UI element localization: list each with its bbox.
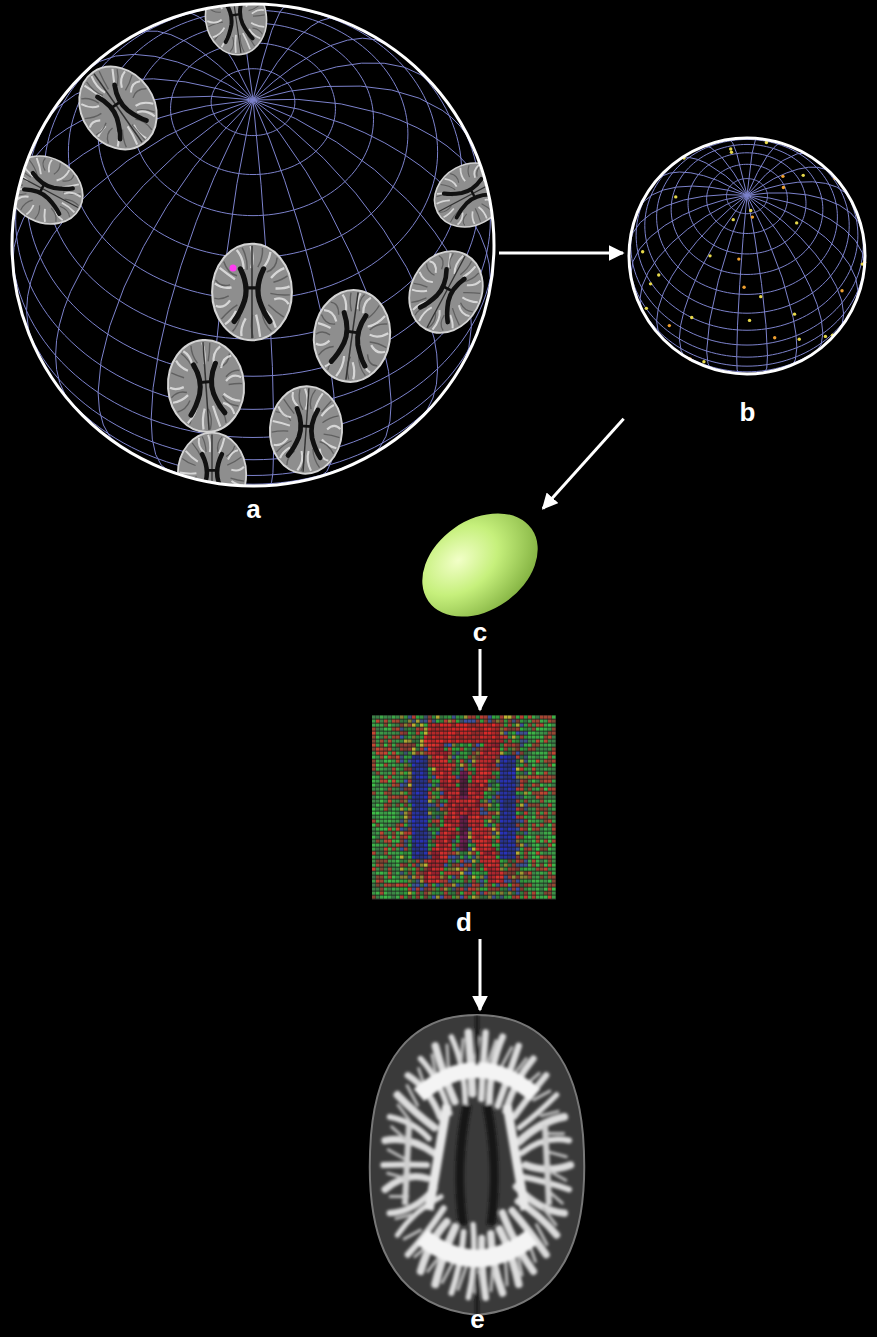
gradient-direction	[702, 360, 705, 363]
panel-letter: e	[466, 1306, 488, 1334]
flow-arrow	[499, 252, 623, 255]
gradient-direction	[824, 335, 827, 338]
panel: d	[370, 712, 558, 937]
panel-letter: b	[736, 399, 760, 427]
panel: b	[625, 135, 870, 427]
fa-map	[370, 1015, 585, 1315]
brain-slice	[63, 51, 172, 164]
gradient-direction	[795, 221, 798, 224]
gradient-direction	[793, 312, 796, 315]
gradient-direction	[729, 147, 732, 150]
voxel-marker	[230, 265, 237, 272]
tensor-ellipsoid	[403, 492, 558, 638]
panel: a	[10, 2, 497, 524]
gradient-direction	[649, 282, 652, 285]
brain-slice	[423, 151, 517, 239]
flow-arrow	[543, 419, 624, 509]
panel-letter: a	[242, 496, 264, 524]
flow-arrow	[479, 649, 482, 710]
brain-slice	[165, 337, 247, 434]
flow-arrow	[479, 939, 482, 1010]
brain-slice	[178, 433, 246, 516]
gradient-direction	[759, 295, 762, 298]
gradient-direction	[737, 257, 740, 260]
gradient-direction	[742, 286, 745, 289]
gradient-direction	[645, 307, 648, 310]
gradient-direction	[798, 338, 801, 341]
gradient-direction	[674, 195, 677, 198]
gradient-direction	[732, 218, 735, 221]
panel-letter: d	[452, 909, 476, 937]
panel-letter: c	[469, 619, 491, 647]
graticule	[629, 138, 865, 374]
panel: c	[405, 510, 555, 647]
color-tensor-map	[372, 715, 556, 900]
sphere-a	[0, 0, 517, 515]
gradient-direction	[802, 174, 805, 177]
gradient-direction	[781, 175, 784, 178]
gradient-direction	[751, 215, 754, 218]
graticule	[12, 4, 494, 485]
gradient-direction	[708, 254, 711, 257]
gradient-direction	[773, 336, 776, 339]
brain-slice	[308, 285, 396, 387]
gradient-direction	[748, 319, 751, 322]
gradient-direction	[668, 324, 671, 327]
gradient-direction	[641, 250, 644, 253]
gradient-direction	[782, 186, 785, 189]
brain-slice	[267, 384, 345, 476]
brain-slice	[395, 238, 496, 346]
gradient-direction	[730, 151, 733, 154]
brain-slice	[212, 244, 292, 341]
gradient-direction	[657, 273, 660, 276]
gradient-direction	[749, 209, 752, 212]
gradient-direction	[840, 289, 843, 292]
gradient-direction	[690, 316, 693, 319]
panel: e	[365, 1012, 590, 1334]
sphere-b	[629, 138, 866, 374]
